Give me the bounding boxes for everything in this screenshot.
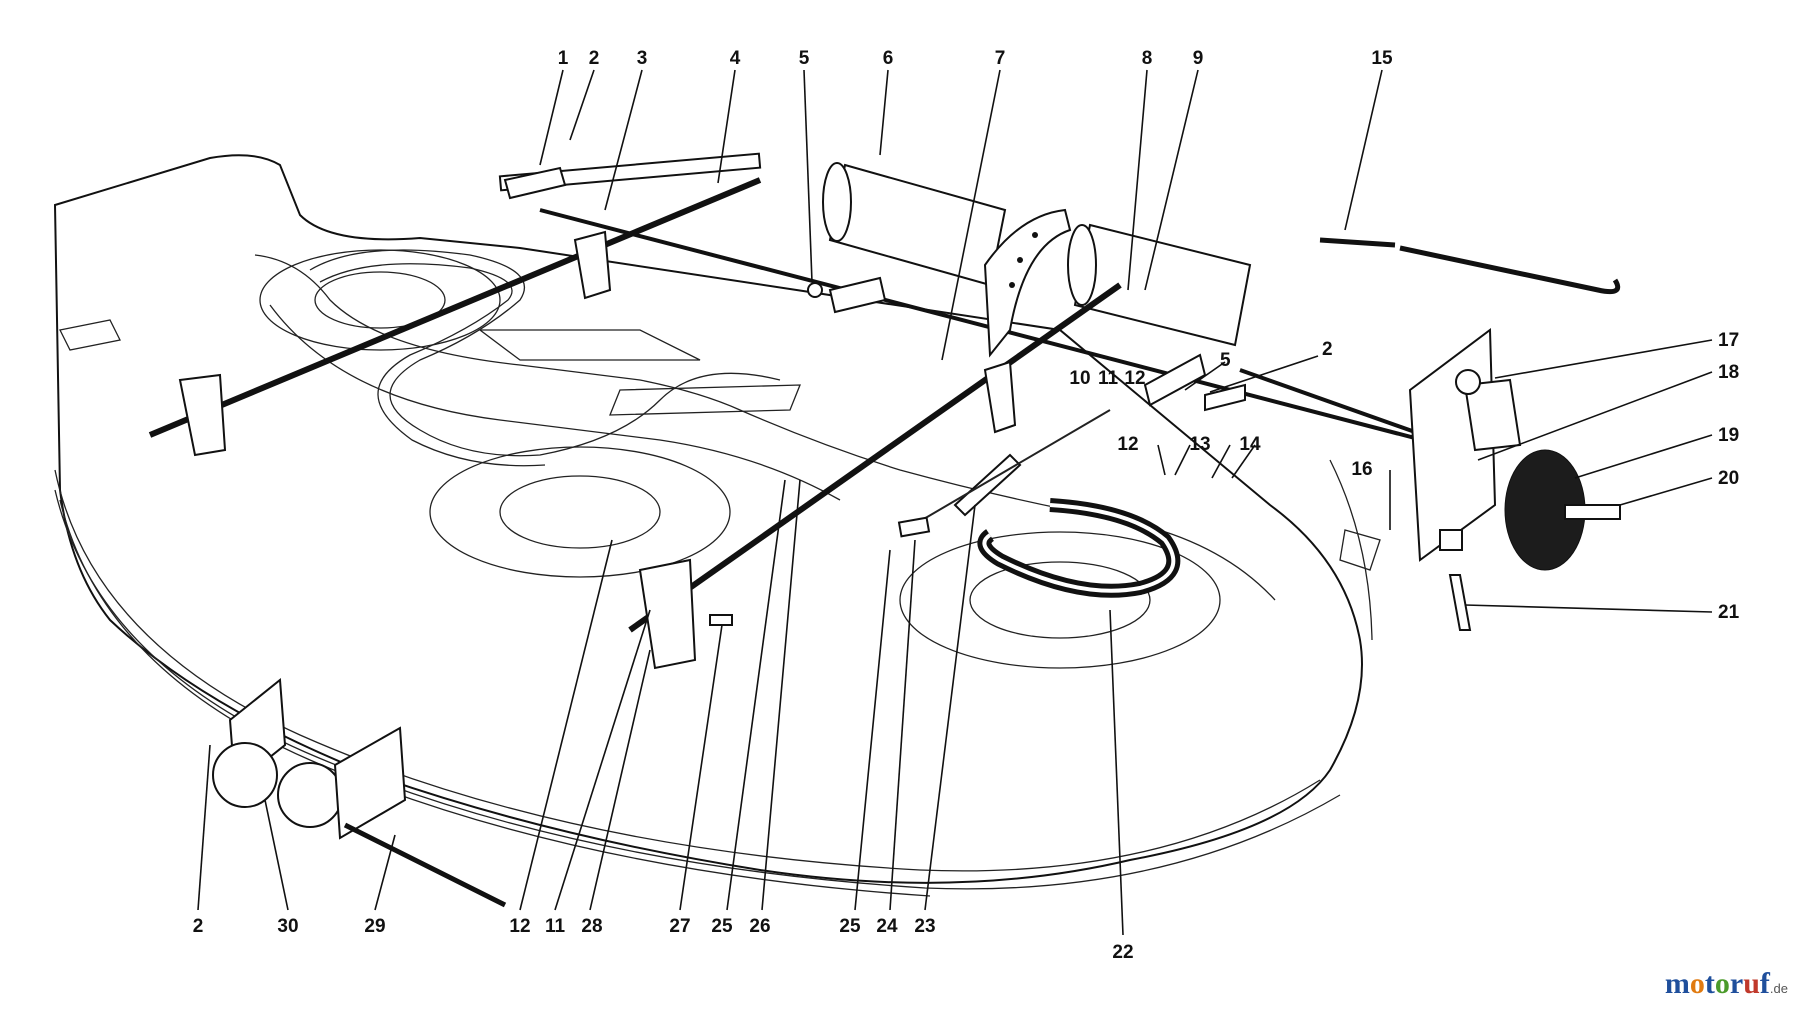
callout-3: 3 (637, 48, 648, 69)
watermark-logo: motoruf.de (1665, 967, 1788, 1001)
callout-30: 30 (277, 916, 298, 937)
watermark-letter: f (1759, 967, 1770, 1000)
callout-12-bottom: 12 (509, 916, 530, 937)
callout-6: 6 (883, 48, 894, 69)
callout-25-right: 25 (839, 916, 861, 937)
callout-7: 7 (995, 48, 1006, 69)
callout-16: 16 (1351, 459, 1372, 480)
callout-20: 20 (1718, 468, 1739, 489)
callout-28: 28 (581, 916, 602, 937)
callout-17: 17 (1718, 330, 1739, 351)
v-belt (977, 498, 1181, 598)
watermark-letter: u (1743, 967, 1760, 1000)
watermark-suffix: .de (1769, 981, 1788, 996)
watermark-letter: t (1704, 967, 1715, 1000)
callout-2-bottom: 2 (193, 916, 204, 937)
callout-labels: 1 2 3 4 5 6 7 8 9 15 17 18 19 20 21 2 5 … (193, 48, 1740, 963)
callout-9: 9 (1193, 48, 1204, 69)
callout-2-right: 2 (1322, 339, 1333, 360)
anti-scalp-rollers (212, 678, 507, 908)
callout-11-bottom: 11 (545, 916, 566, 937)
upper-shaft-assembly (148, 152, 1621, 457)
wheel-assembly (1339, 328, 1621, 631)
callout-22: 22 (1112, 942, 1133, 963)
callout-2: 2 (589, 48, 600, 69)
callout-5-right: 5 (1220, 350, 1231, 371)
watermark-letter: m (1664, 967, 1690, 1000)
watermark-letter: o (1714, 967, 1730, 1000)
callout-11-right: 11 (1098, 368, 1119, 389)
callout-29: 29 (364, 916, 385, 937)
watermark-letter: o (1689, 967, 1705, 1000)
callout-14: 14 (1239, 434, 1261, 455)
callout-13: 13 (1189, 434, 1210, 455)
callout-5: 5 (799, 48, 810, 69)
callout-23: 23 (914, 916, 935, 937)
callout-19: 19 (1718, 425, 1739, 446)
callout-12-lower: 12 (1117, 434, 1138, 455)
callout-10: 10 (1069, 368, 1090, 389)
callout-8: 8 (1142, 48, 1153, 69)
callout-15: 15 (1371, 48, 1393, 69)
callout-1: 1 (558, 48, 569, 69)
watermark-letter: r (1729, 967, 1744, 1000)
callout-4: 4 (730, 48, 741, 69)
callout-24: 24 (876, 916, 898, 937)
callout-26: 26 (749, 916, 770, 937)
callout-21: 21 (1718, 602, 1740, 623)
callout-12-upper: 12 (1124, 368, 1145, 389)
callout-leader-lines (197, 69, 1713, 936)
callout-18: 18 (1718, 362, 1739, 383)
lift-linkage (178, 230, 1122, 670)
callout-25-left: 25 (711, 916, 733, 937)
callout-27: 27 (669, 916, 690, 937)
